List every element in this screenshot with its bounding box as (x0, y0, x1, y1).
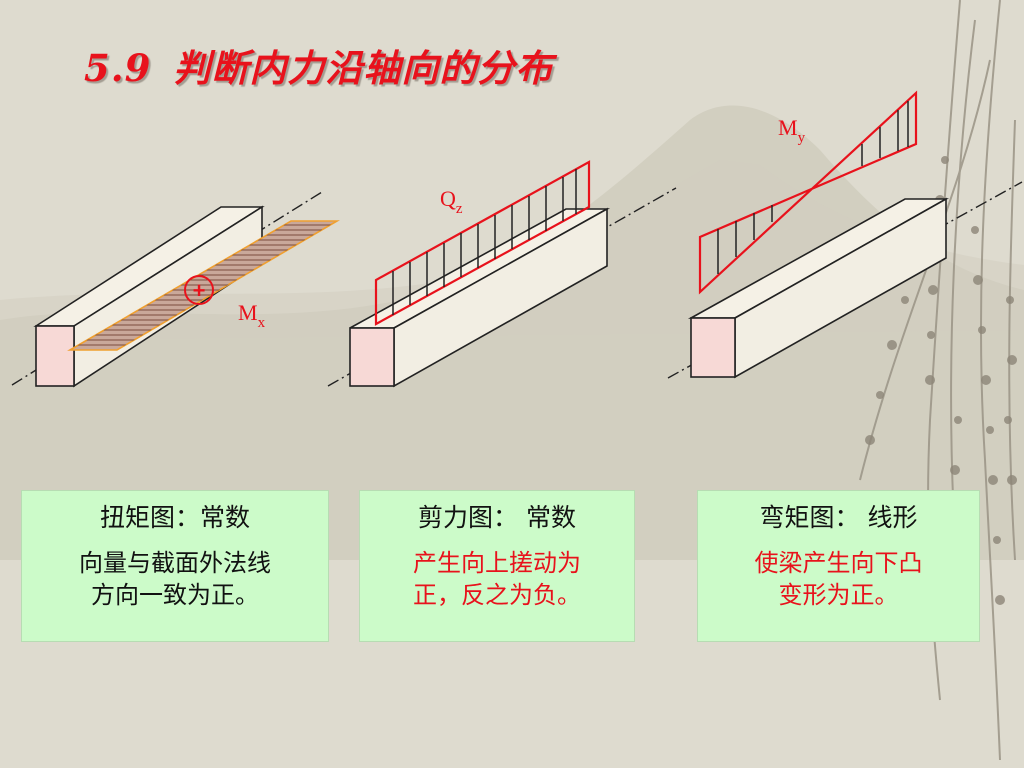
beam-cross-section (349, 327, 395, 387)
box-heading: 剪力图： 常数 (418, 503, 576, 532)
bending-moment-diagram (698, 90, 918, 295)
box-body-line: 使梁产生向下凸 (754, 549, 923, 577)
beam-cross-section (35, 325, 75, 387)
page-title: 5.9 判断内力沿轴向的分布 (84, 38, 553, 92)
box-body-line: 产生向上搓动为 (413, 549, 581, 577)
box-body: 产生向上搓动为 正，反之为负。 (360, 547, 634, 611)
label-my: My (778, 115, 806, 146)
torsion-explanation-box: 扭矩图：常数 向量与截面外法线 方向一致为正。 (21, 490, 329, 642)
beam-bending: My (667, 90, 1023, 379)
shear-explanation-box: 剪力图： 常数 产生向上搓动为 正，反之为负。 (359, 490, 635, 642)
box-heading: 扭矩图：常数 (99, 503, 250, 532)
beam-cross-section (690, 317, 736, 378)
box-body-line: 向量与截面外法线 (79, 549, 271, 577)
label-qz: Qz (440, 186, 463, 217)
box-heading: 弯矩图： 线形 (759, 503, 918, 532)
beam-torsion: + Mx (11, 191, 340, 388)
bending-explanation-box: 弯矩图： 线形 使梁产生向下凸 变形为正。 (697, 490, 980, 642)
box-body-line: 变形为正。 (778, 581, 899, 609)
beam-shear: Qz (327, 160, 677, 388)
plus-sign: + (193, 278, 206, 303)
plus-sign-circle (184, 275, 214, 305)
box-body-line: 方向一致为正。 (91, 581, 259, 609)
label-mx: Mx (238, 300, 266, 331)
box-body: 使梁产生向下凸 变形为正。 (698, 547, 979, 611)
section-number: 5.9 (84, 46, 152, 90)
shear-diagram (374, 160, 591, 326)
box-body-line: 正，反之为负。 (413, 581, 581, 609)
title-text: 判断内力沿轴向的分布 (173, 46, 554, 90)
box-body: 向量与截面外法线 方向一致为正。 (22, 547, 328, 611)
